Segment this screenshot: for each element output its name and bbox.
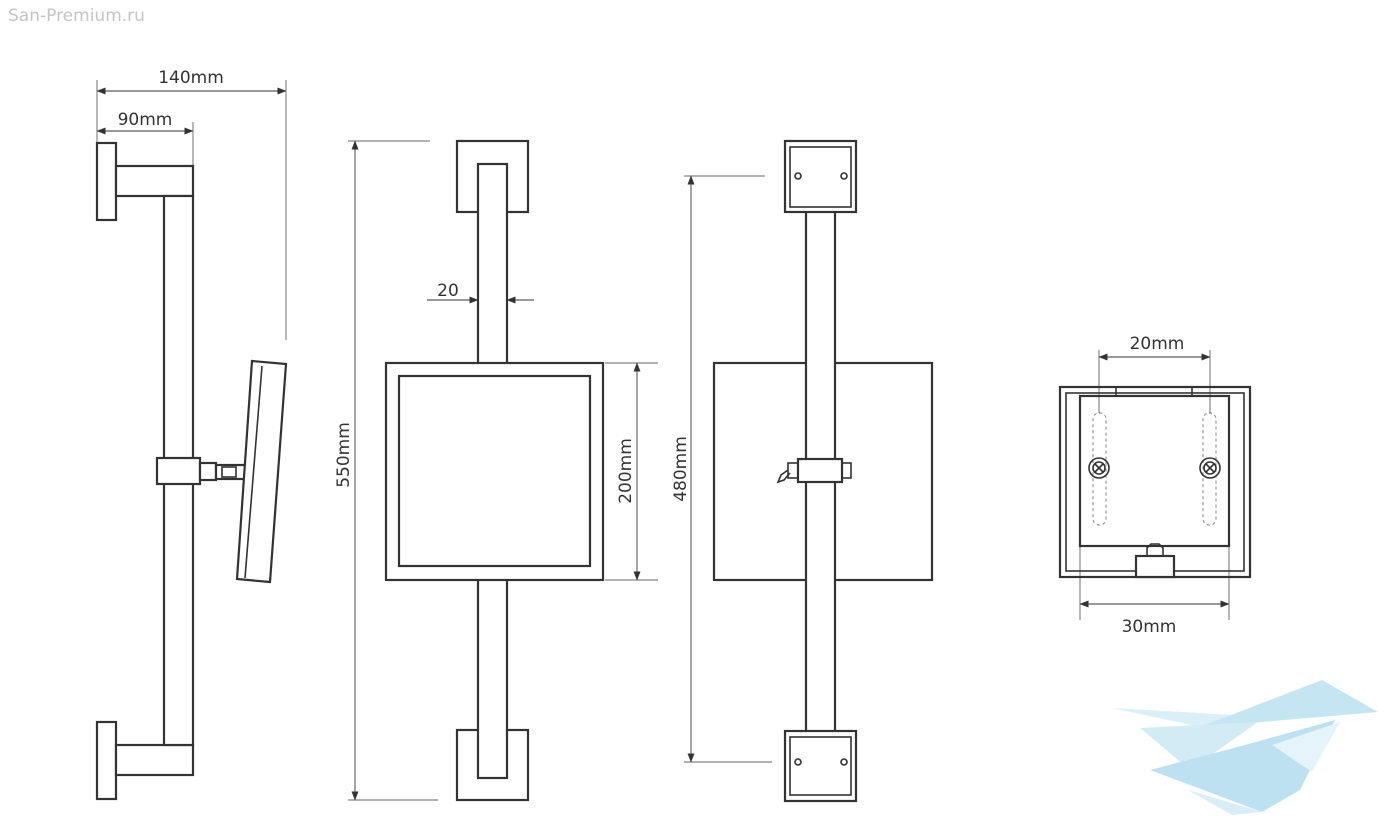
label-height-total: 550mm <box>334 422 354 488</box>
screw-hole <box>840 758 848 766</box>
label-mirror-height: 200mm <box>616 438 636 504</box>
mounting-plate-detail <box>1058 385 1252 579</box>
screw-hole <box>840 172 848 180</box>
rear-bottom-bracket <box>783 729 858 803</box>
rear-clamp-screw <box>776 469 791 484</box>
rear-view-dimensions: 480mm <box>671 175 772 763</box>
rear-clamp <box>796 457 844 484</box>
screw-icon <box>1088 457 1110 479</box>
label-fixing-distance: 480mm <box>671 436 691 502</box>
side-bottom-wall-flange <box>95 720 118 801</box>
rear-top-bracket <box>783 139 858 214</box>
rear-view <box>712 139 934 803</box>
label-plate-width: 30mm <box>1122 617 1177 637</box>
screw-hole <box>794 172 802 180</box>
side-bottom-arm <box>114 743 195 777</box>
plate-bottom-latch <box>1134 554 1176 579</box>
rear-clamp-right-tab <box>841 462 852 479</box>
mounting-slot-left <box>1092 412 1107 526</box>
side-top-arm <box>114 164 195 198</box>
label-bar-width: 20 <box>437 281 459 301</box>
watermark-text: San-Premium.ru <box>8 6 145 26</box>
rear-top-bracket-inner <box>789 146 852 208</box>
side-mirror-frame-line <box>244 365 263 579</box>
side-mirror-profile <box>235 359 288 584</box>
plate-dimensions: 20mm 30mm <box>1079 334 1230 637</box>
label-arm-depth: 90mm <box>118 110 173 130</box>
grub-screw <box>1146 543 1164 556</box>
screw-icon <box>1199 457 1221 479</box>
rear-bottom-bracket-inner <box>789 736 852 796</box>
front-view-dimensions: 550mm 20 200mm <box>334 140 658 801</box>
label-width-total: 140mm <box>158 68 224 88</box>
label-slot-spacing: 20mm <box>1130 334 1185 354</box>
side-view-dimensions: 140mm 90mm <box>96 68 287 340</box>
screw-hole <box>794 758 802 766</box>
side-hinge-joint-inner <box>221 466 237 478</box>
side-view <box>95 141 288 801</box>
front-mirror-glass <box>397 374 592 568</box>
side-top-wall-flange <box>95 141 118 222</box>
side-hinge-outer <box>198 461 218 482</box>
front-view <box>384 139 605 802</box>
side-clamp <box>155 456 202 486</box>
bird-logo-icon <box>1112 680 1378 815</box>
